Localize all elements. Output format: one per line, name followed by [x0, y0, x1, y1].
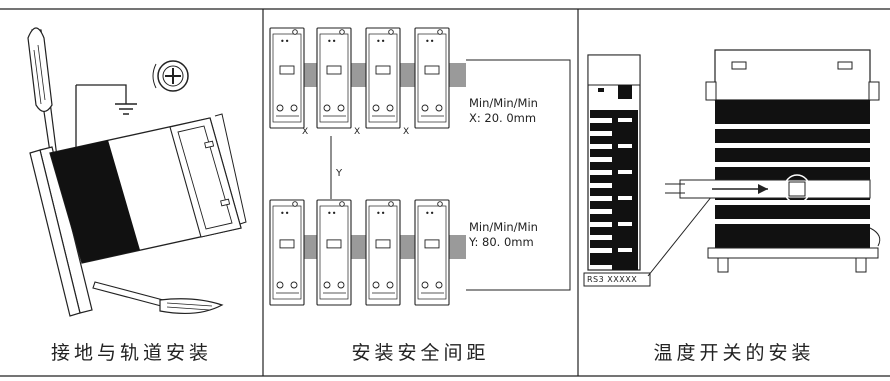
relay-module: •• [414, 199, 450, 306]
panel-grounding: 接地与轨道安装 [0, 8, 263, 376]
relay-module-row-bottom: •• •• •• •• [269, 199, 450, 306]
grounding-illustration [27, 27, 247, 317]
svg-text:••: •• [280, 37, 289, 46]
relay-module: •• [269, 199, 305, 306]
relay-module: •• [269, 27, 305, 129]
spacing-x-line1: Min/Min/Min [469, 96, 538, 110]
relay-module-row-top: •• •• •• •• [269, 27, 450, 129]
svg-text:••: •• [425, 37, 434, 46]
svg-text:••: •• [376, 209, 385, 218]
spacing-x-gap-label: X [403, 127, 410, 137]
svg-text:••: •• [280, 209, 289, 218]
svg-text:••: •• [376, 37, 385, 46]
screwdriver-icon [92, 281, 224, 315]
panel-temperature-switch: RS3 XXXXX 温度开关的安装 [578, 8, 890, 376]
relay-module: •• [316, 199, 352, 306]
spacing-x-gap-label: X [354, 127, 361, 137]
spacing-y-line1: Min/Min/Min [469, 220, 538, 234]
panel-caption: 接地与轨道安装 [50, 342, 212, 364]
din-rail [29, 146, 93, 317]
svg-text:••: •• [327, 37, 336, 46]
relay-side-view [587, 54, 641, 271]
part-label-tag [583, 272, 651, 287]
svg-text:••: •• [327, 209, 336, 218]
relay-module [49, 113, 247, 264]
temperature-probe [665, 174, 871, 204]
svg-text:••: •• [425, 209, 434, 218]
spacing-illustration: •• •• •• •• •• •• •• •• [269, 27, 571, 306]
relay-module: •• [365, 199, 401, 306]
spacing-x-line2: X: 20. 0mm [469, 111, 537, 125]
panel-caption: 温度开关的安装 [653, 342, 815, 364]
panel-caption: 安装安全间距 [351, 342, 490, 364]
relay-module: •• [316, 27, 352, 129]
relay-module: •• [365, 27, 401, 129]
temperature-switch-illustration [583, 49, 881, 287]
spacing-x-gap-label: X [302, 127, 309, 137]
part-label: RS3 XXXXX [587, 275, 638, 284]
relay-module: •• [414, 27, 450, 129]
spacing-y-line2: Y: 80. 0mm [469, 235, 534, 249]
phillips-screw-icon [152, 60, 189, 92]
spacing-y-gap-label: Y [336, 168, 343, 179]
panel-spacing: Min/Min/Min X: 20. 0mm Min/Min/Min Y: 80… [263, 8, 578, 376]
ground-icon [115, 103, 137, 115]
